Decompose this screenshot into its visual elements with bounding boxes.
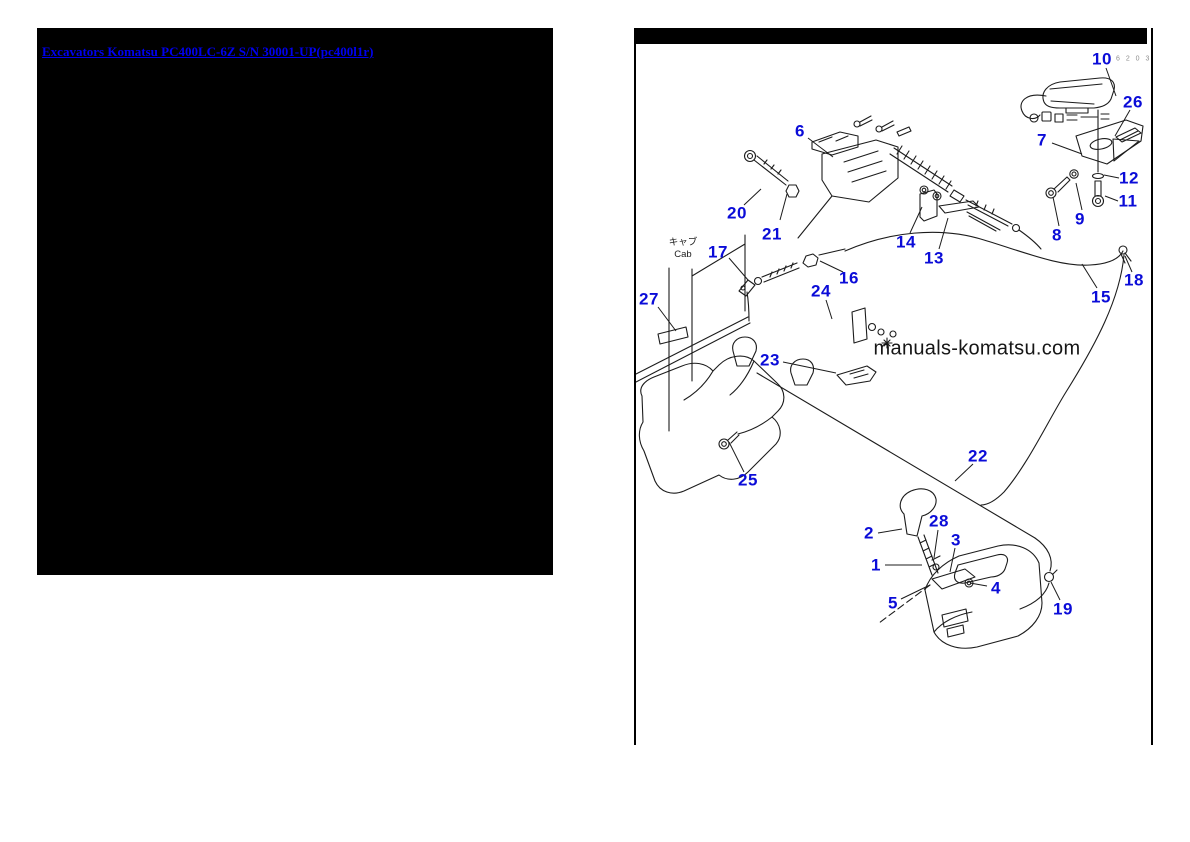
part-label: 28 [929, 511, 949, 531]
part-label: 14 [896, 232, 916, 252]
diagram-top-bar [636, 28, 1147, 44]
part-label: 21 [762, 224, 782, 244]
part-label: 4 [991, 578, 1001, 598]
watermark: manuals-komatsu.com [873, 337, 1081, 360]
left-black-panel: Excavators Komatsu PC400LC-6Z S/N 30001-… [37, 28, 553, 575]
part-label: 13 [924, 248, 944, 268]
part-label: 2 [864, 523, 874, 543]
parts-geometry [636, 77, 1144, 649]
part-label: 7 [1037, 130, 1047, 150]
model-link[interactable]: Excavators Komatsu PC400LC-6Z S/N 30001-… [42, 44, 374, 59]
part-label: 15 [1091, 287, 1111, 307]
part-label: 6 [795, 121, 805, 141]
part-label: 1 [871, 555, 881, 575]
part-label: 8 [1052, 225, 1062, 245]
drawing-code: 6 2 0 3 [1116, 55, 1152, 63]
part-label: 23 [760, 350, 780, 370]
part-label: 3 [951, 530, 961, 550]
part-label: 17 [708, 242, 728, 262]
cab-label: キャブ Cab [661, 237, 705, 261]
exploded-parts-drawing [636, 67, 1144, 649]
part-label: 5 [888, 593, 898, 613]
part-label: 16 [839, 268, 859, 288]
part-label: 26 [1123, 92, 1143, 112]
cab-label-en: Cab [674, 249, 692, 260]
part-label: 27 [639, 289, 659, 309]
part-label: 10 [1092, 49, 1112, 69]
leader-lines [657, 67, 1133, 601]
part-label: 18 [1124, 270, 1144, 290]
part-label: 20 [727, 203, 747, 223]
part-label: 24 [811, 281, 831, 301]
part-label: 25 [738, 470, 758, 490]
part-label: 11 [1118, 191, 1138, 211]
part-label: 12 [1119, 168, 1139, 188]
cab-label-jp: キャブ [668, 237, 698, 248]
part-label: 9 [1075, 209, 1085, 229]
part-label: 19 [1053, 599, 1073, 619]
part-label: 22 [968, 446, 988, 466]
